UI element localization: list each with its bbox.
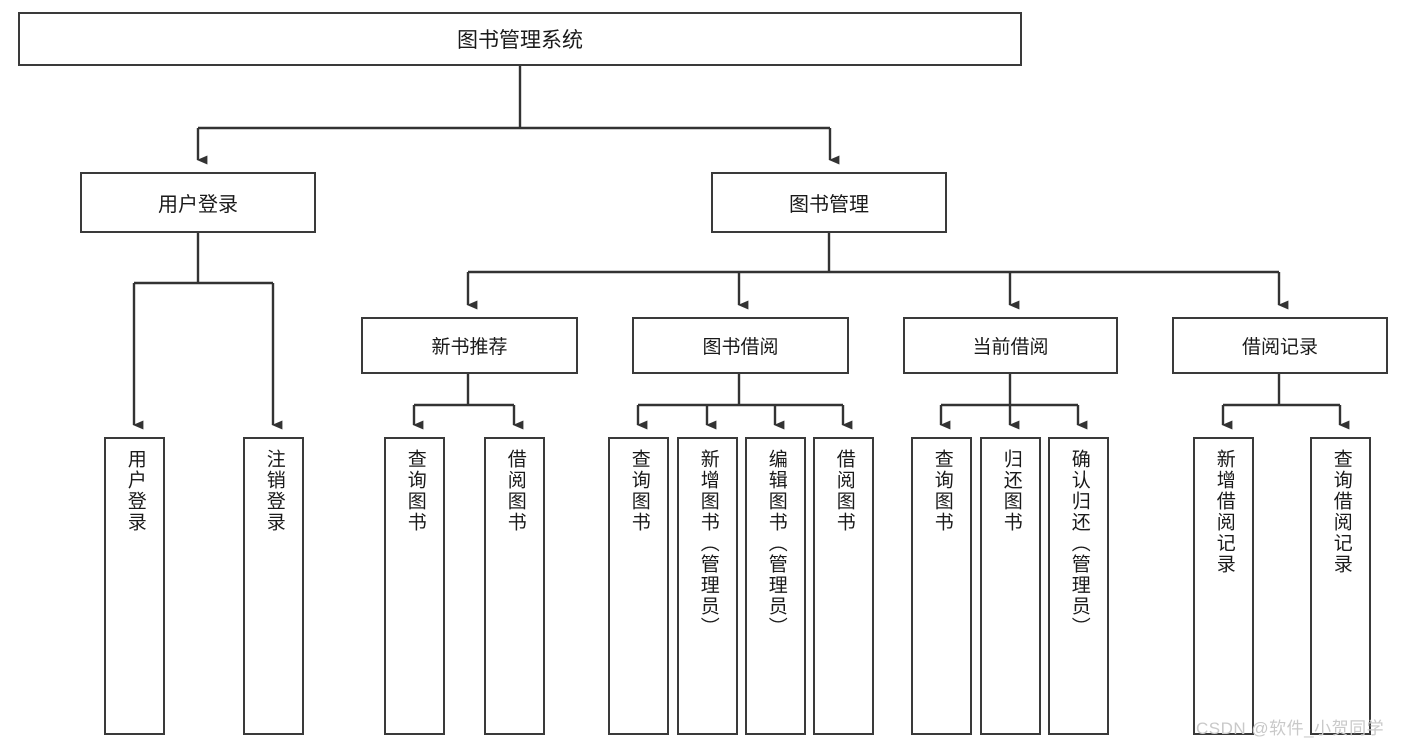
leaf-label: 用户登录 [124,449,146,533]
leaf-label: 借阅图书 [833,449,855,533]
leaf-label: 查询图书 [931,449,953,533]
leaf-borrow-query-book[interactable]: 查询图书 [608,437,669,735]
leaf-label: 新增借阅记录 [1213,449,1235,575]
node-root[interactable]: 图书管理系统 [18,12,1022,66]
node-new-book-recommend[interactable]: 新书推荐 [361,317,578,374]
node-root-label: 图书管理系统 [457,29,583,52]
node-book-management[interactable]: 图书管理 [711,172,947,233]
leaf-records-add-record[interactable]: 新增借阅记录 [1193,437,1254,735]
leaf-label: 新增图书（管理员） [697,449,719,638]
node-user-login-label: 用户登录 [158,194,238,216]
leaf-current-query-book[interactable]: 查询图书 [911,437,972,735]
leaf-user-login-signout[interactable]: 注销登录 [243,437,304,735]
node-book-management-label: 图书管理 [789,194,869,216]
leaf-current-return-book[interactable]: 归还图书 [980,437,1041,735]
leaf-new-book-query[interactable]: 查询图书 [384,437,445,735]
node-borrow-records-label: 借阅记录 [1241,337,1318,358]
leaf-borrow-edit-book-admin[interactable]: 编辑图书（管理员） [745,437,806,735]
leaf-label: 确认归还（管理员） [1068,449,1090,638]
leaf-new-book-borrow[interactable]: 借阅图书 [484,437,545,735]
leaf-label: 查询借阅记录 [1330,449,1352,575]
node-new-book-recommend-label: 新书推荐 [431,337,508,358]
leaf-records-query-record[interactable]: 查询借阅记录 [1310,437,1371,735]
node-current-borrow-label: 当前借阅 [972,337,1049,358]
leaf-label: 注销登录 [263,449,285,533]
node-current-borrow[interactable]: 当前借阅 [903,317,1118,374]
node-book-borrow-label: 图书借阅 [702,337,779,358]
leaf-borrow-add-book-admin[interactable]: 新增图书（管理员） [677,437,738,735]
leaf-current-confirm-return-admin[interactable]: 确认归还（管理员） [1048,437,1109,735]
leaf-label: 归还图书 [1000,449,1022,533]
leaf-borrow-borrow-book[interactable]: 借阅图书 [813,437,874,735]
node-borrow-records[interactable]: 借阅记录 [1172,317,1388,374]
leaf-label: 编辑图书（管理员） [765,449,787,638]
node-book-borrow[interactable]: 图书借阅 [632,317,849,374]
leaf-label: 查询图书 [628,449,650,533]
leaf-label: 借阅图书 [504,449,526,533]
leaf-user-login-signin[interactable]: 用户登录 [104,437,165,735]
node-user-login[interactable]: 用户登录 [80,172,316,233]
leaf-label: 查询图书 [404,449,426,533]
